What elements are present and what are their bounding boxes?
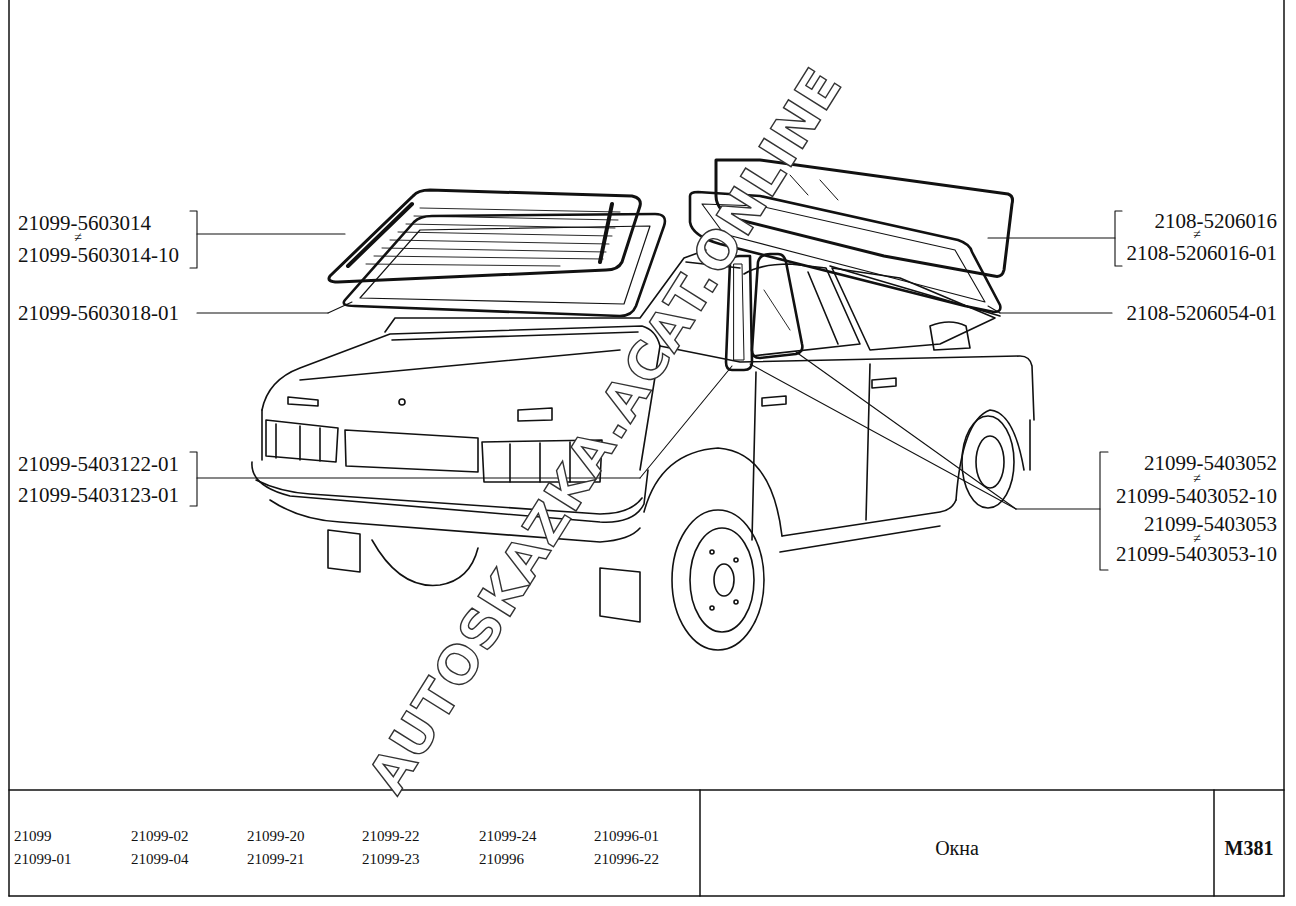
model-code: 21099-21 [247,852,305,867]
part-number: 21099-5403053-10 [1116,544,1277,565]
part-number: 21099-5603014-10 [18,245,179,266]
part-number: 2108-5206016-01 [1127,243,1278,264]
model-code: 210996 [479,852,524,867]
part-number: 2108-5206054-01 [1127,303,1278,324]
sheet-title: Окна [935,838,979,858]
model-code: 21099-24 [479,829,537,844]
part-number: 2108-5206016 [1155,211,1278,232]
interchange-mark: ≠ [74,231,82,245]
model-code: 21099-22 [362,829,420,844]
model-code: 21099-23 [362,852,420,867]
model-code: 21099-04 [131,852,189,867]
part-number: 21099-5603018-01 [18,303,179,324]
part-number: 21099-5403053 [1144,514,1277,535]
sheet-number: М381 [1225,838,1274,858]
model-code: 21099-01 [14,852,72,867]
model-code: 210996-22 [594,852,659,867]
part-number: 21099-5403123-01 [18,485,179,506]
part-number: 21099-5603014 [18,213,151,234]
interchange-mark: ≠ [1193,472,1201,486]
model-code: 21099 [14,829,52,844]
interchange-mark: ≠ [1193,228,1201,242]
part-number: 21099-5403052-10 [1116,486,1277,507]
part-number: 21099-5403052 [1144,453,1277,474]
model-code: 21099-20 [247,829,305,844]
model-code: 210996-01 [594,829,659,844]
part-number: 21099-5403122-01 [18,454,179,475]
watermark: AUTOSKAZKA.ACAT.ONLINE [360,59,851,801]
model-code: 21099-02 [131,829,189,844]
